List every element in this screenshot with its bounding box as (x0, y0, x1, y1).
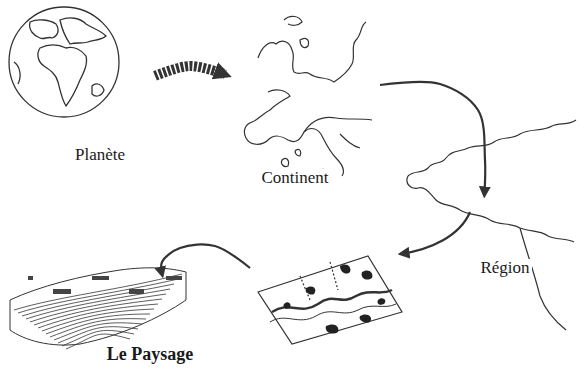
landscape-node: Le Paysage (5, 276, 230, 374)
zoom-arrow (155, 66, 225, 76)
globe (9, 7, 119, 117)
house (129, 289, 136, 294)
field-furrow (62, 330, 134, 346)
scale-label: Région (478, 259, 531, 278)
zoom-arrow (380, 82, 485, 196)
house (92, 276, 98, 280)
house (53, 289, 59, 294)
zoom-arrow (161, 244, 250, 276)
scale-label: Continent (259, 169, 330, 188)
scale-label: Le Paysage (105, 345, 195, 365)
region-node: Région (250, 196, 580, 346)
house (28, 276, 33, 280)
planet-node: Planète (5, 5, 155, 170)
field-furrow (42, 309, 154, 331)
region-map (407, 120, 576, 330)
map-sheet (258, 256, 402, 344)
house (166, 276, 171, 280)
field-furrow (46, 314, 150, 334)
zoom-arrow (400, 212, 470, 254)
landscape (10, 268, 186, 349)
europe-map (244, 16, 372, 176)
scale-label: Planète (73, 146, 127, 165)
continent-node: Continent (225, 15, 380, 190)
